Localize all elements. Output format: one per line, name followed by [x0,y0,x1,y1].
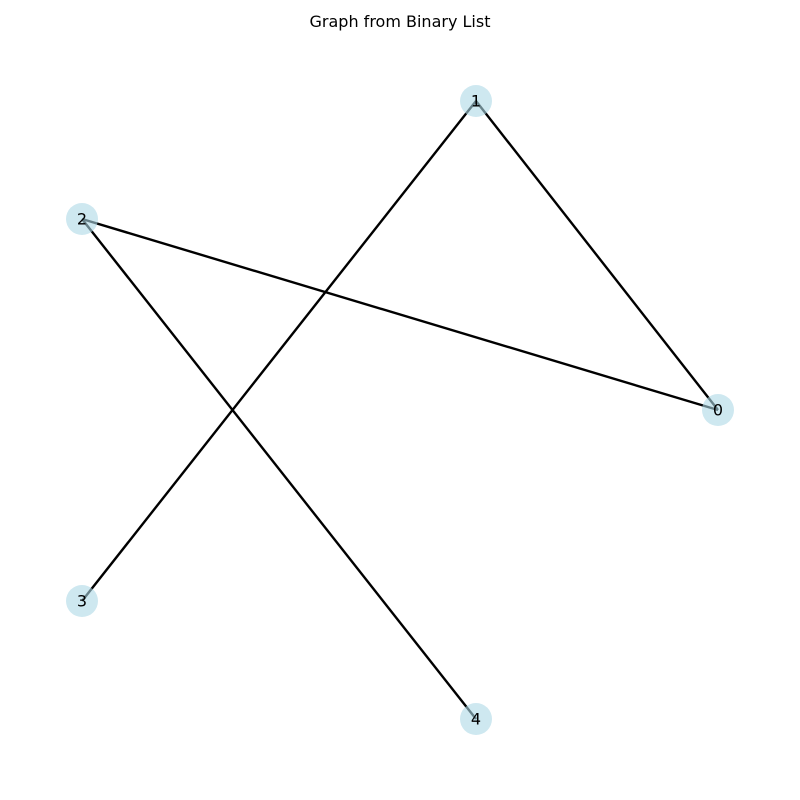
node-label: 0 [713,401,723,420]
node-circle [460,703,492,735]
edge-0-1 [475,100,719,411]
edge-2-4 [81,218,477,720]
node-circle [66,585,98,617]
node-label: 1 [471,92,481,111]
node-0: 0 [702,394,734,426]
node-3: 3 [66,585,98,617]
node-label: 3 [77,592,87,611]
node-circle [702,394,734,426]
node-1: 1 [460,85,492,117]
node-4: 4 [460,703,492,735]
node-label: 4 [471,710,481,729]
edge-0-2 [81,217,719,412]
node-circle [66,203,98,235]
node-2: 2 [66,203,98,235]
graph-title: Graph from Binary List [309,12,491,31]
node-circle [460,85,492,117]
node-label: 2 [77,210,87,229]
edge-1-3 [81,100,477,602]
nodes-layer: 0 1 2 3 4 [66,85,734,735]
edges-layer [81,100,719,720]
